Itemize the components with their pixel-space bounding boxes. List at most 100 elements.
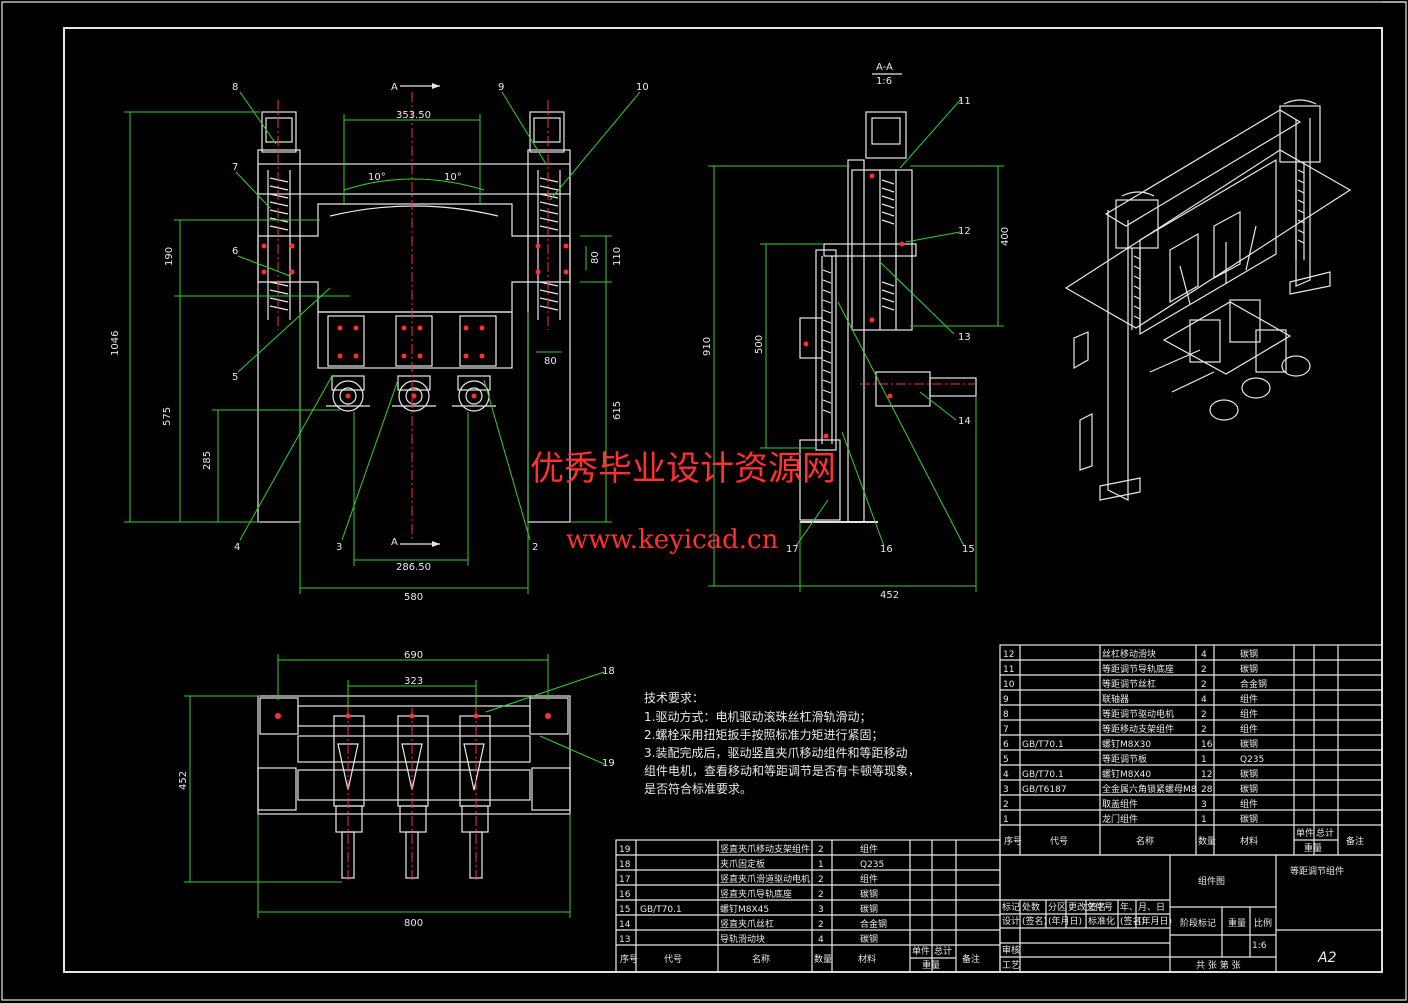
bom-row-material: Q235 xyxy=(1240,755,1264,765)
bom-row-no: 12 xyxy=(1003,650,1014,660)
watermark-text: 优秀毕业设计资源网 xyxy=(530,449,836,489)
svg-text:1.驱动方式：电机驱动滚珠丝杠滑轨滑动；: 1.驱动方式：电机驱动滚珠丝杠滑轨滑动； xyxy=(644,709,871,724)
bom-row-name: 联轴器 xyxy=(1102,693,1129,705)
svg-text:(签名): (签名) xyxy=(1022,915,1047,927)
balloon-6: 6 xyxy=(232,246,238,257)
svg-text:备注: 备注 xyxy=(962,953,980,965)
svg-text:代号: 代号 xyxy=(1050,836,1068,847)
svg-text:代号: 代号 xyxy=(664,954,682,965)
svg-text:等距调节组件: 等距调节组件 xyxy=(1290,865,1344,877)
balloon-4: 4 xyxy=(234,542,240,553)
svg-text:比例: 比例 xyxy=(1254,917,1272,929)
svg-text:575: 575 xyxy=(162,407,173,426)
svg-text:A: A xyxy=(391,537,398,548)
bom-row-no: 6 xyxy=(1003,740,1009,750)
bom-row-no: 14 xyxy=(619,920,631,930)
svg-text:452: 452 xyxy=(178,771,189,790)
bom-row-name: 螺钉M8X45 xyxy=(720,904,769,915)
bom-row-name: 等距调节导轨底座 xyxy=(1102,663,1174,675)
bom-row-material: 组件 xyxy=(860,843,878,855)
bom-row-name: 螺钉M8X40 xyxy=(1102,769,1151,780)
bom-row-name: 夹爪固定板 xyxy=(720,858,765,870)
bom-row-name: 竖直夹爪导轨底座 xyxy=(720,888,792,900)
svg-text:285: 285 xyxy=(202,451,213,470)
bom-row-name: 丝杠移动滑块 xyxy=(1102,648,1156,660)
svg-text:设计: 设计 xyxy=(1002,915,1020,927)
bom-row-name: 取盖组件 xyxy=(1102,798,1138,810)
bom-row-qty: 2 xyxy=(818,890,824,900)
svg-text:组件图: 组件图 xyxy=(1198,875,1225,887)
bom-upper-header: 序号 代号 名称 数量 材料 单件 总计 重量 备注 xyxy=(1004,827,1364,854)
svg-text:615: 615 xyxy=(612,401,623,420)
svg-text:审核: 审核 xyxy=(1002,944,1020,956)
bom-row-no: 3 xyxy=(1003,785,1009,795)
bom-row-material: 组件 xyxy=(860,873,878,885)
balloon-7: 7 xyxy=(232,162,238,173)
svg-text:签名: 签名 xyxy=(1088,901,1106,913)
bom-row-name: 导轨滑动块 xyxy=(720,933,765,945)
bom-row-name: 竖直夹爪丝杠 xyxy=(720,918,774,930)
bom-row-name: 等距调节丝杠 xyxy=(1102,678,1156,690)
bom-row-material: 组件 xyxy=(1240,693,1258,705)
lead-screw-left xyxy=(267,170,291,320)
svg-text:80: 80 xyxy=(544,356,557,367)
watermark-url: www.keyicad.cn xyxy=(566,525,779,555)
bom-row-qty: 2 xyxy=(818,875,824,885)
svg-text:材料: 材料 xyxy=(1240,835,1258,847)
bom-row-name: 等距移动支架组件 xyxy=(1102,723,1174,735)
bom-row-code: GB/T70.1 xyxy=(1022,770,1064,780)
balloon-9: 9 xyxy=(498,82,504,93)
svg-text:共 张 第 张: 共 张 第 张 xyxy=(1196,959,1241,971)
balloon-16: 16 xyxy=(880,544,893,555)
svg-text:2.螺栓采用扭矩扳手按照标准力矩进行紧固；: 2.螺栓采用扭矩扳手按照标准力矩进行紧固； xyxy=(644,727,883,742)
bom-row-material: 组件 xyxy=(1240,723,1258,735)
bom-row-no: 5 xyxy=(1003,755,1009,765)
bom-row-name: 竖直夹爪移动支架组件 xyxy=(720,843,810,855)
balloon-17: 17 xyxy=(786,544,799,555)
bom-row-qty: 16 xyxy=(1201,740,1213,750)
svg-text:备注: 备注 xyxy=(1346,835,1364,847)
svg-text:A2: A2 xyxy=(1317,950,1337,966)
part-balloons: 8 7 6 5 4 3 2 9 10 11 12 13 14 15 16 17 … xyxy=(232,82,975,769)
bom-row-no: 8 xyxy=(1003,710,1009,720)
bom-row-qty: 2 xyxy=(818,845,824,855)
bom-row-material: Q235 xyxy=(860,860,884,870)
svg-text:单件: 单件 xyxy=(912,945,930,957)
svg-text:序号: 序号 xyxy=(1004,835,1022,847)
svg-text:910: 910 xyxy=(702,337,713,356)
bom-row-material: 组件 xyxy=(1240,798,1258,810)
title-block-text: 标记 处数 分区 更改文件号 签名 年、月、日 设计 (签名) (年月日) 标准… xyxy=(1002,865,1344,971)
balloon-2: 2 xyxy=(532,542,538,553)
bom-row-material: 碳钢 xyxy=(1240,813,1258,825)
bom-row-material: 碳钢 xyxy=(1240,783,1258,795)
bom-row-no: 2 xyxy=(1003,800,1009,810)
bom-row-no: 4 xyxy=(1003,770,1009,780)
bom-table-lower xyxy=(615,839,1001,973)
svg-text:500: 500 xyxy=(754,335,765,354)
svg-text:80: 80 xyxy=(590,251,601,264)
bom-row-qty: 2 xyxy=(1201,710,1207,720)
bom-row-material: 合金钢 xyxy=(860,918,887,930)
front-view: A A 1046 575 285 190 353.50 10° 10° 110 … xyxy=(110,82,641,603)
svg-text:353.50: 353.50 xyxy=(396,110,431,121)
svg-text:690: 690 xyxy=(404,650,423,661)
bom-row-no: 15 xyxy=(619,905,630,915)
bom-row-qty: 1 xyxy=(1201,815,1207,825)
bom-row-no: 7 xyxy=(1003,725,1009,735)
title-block xyxy=(999,854,1383,973)
svg-text:名称: 名称 xyxy=(752,953,770,965)
bom-row-qty: 4 xyxy=(1201,695,1207,705)
isometric-view xyxy=(1064,99,1352,501)
svg-text:总计: 总计 xyxy=(934,945,952,957)
svg-text:重量: 重量 xyxy=(1304,842,1322,854)
bom-row-no: 13 xyxy=(619,935,630,945)
bom-row-no: 1 xyxy=(1003,815,1009,825)
bom-row-material: 碳钢 xyxy=(860,888,878,900)
svg-text:286.50: 286.50 xyxy=(396,562,431,573)
svg-text:年、月、日: 年、月、日 xyxy=(1120,901,1165,913)
svg-text:10°: 10° xyxy=(444,172,462,183)
svg-text:(签名): (签名) xyxy=(1120,915,1145,927)
